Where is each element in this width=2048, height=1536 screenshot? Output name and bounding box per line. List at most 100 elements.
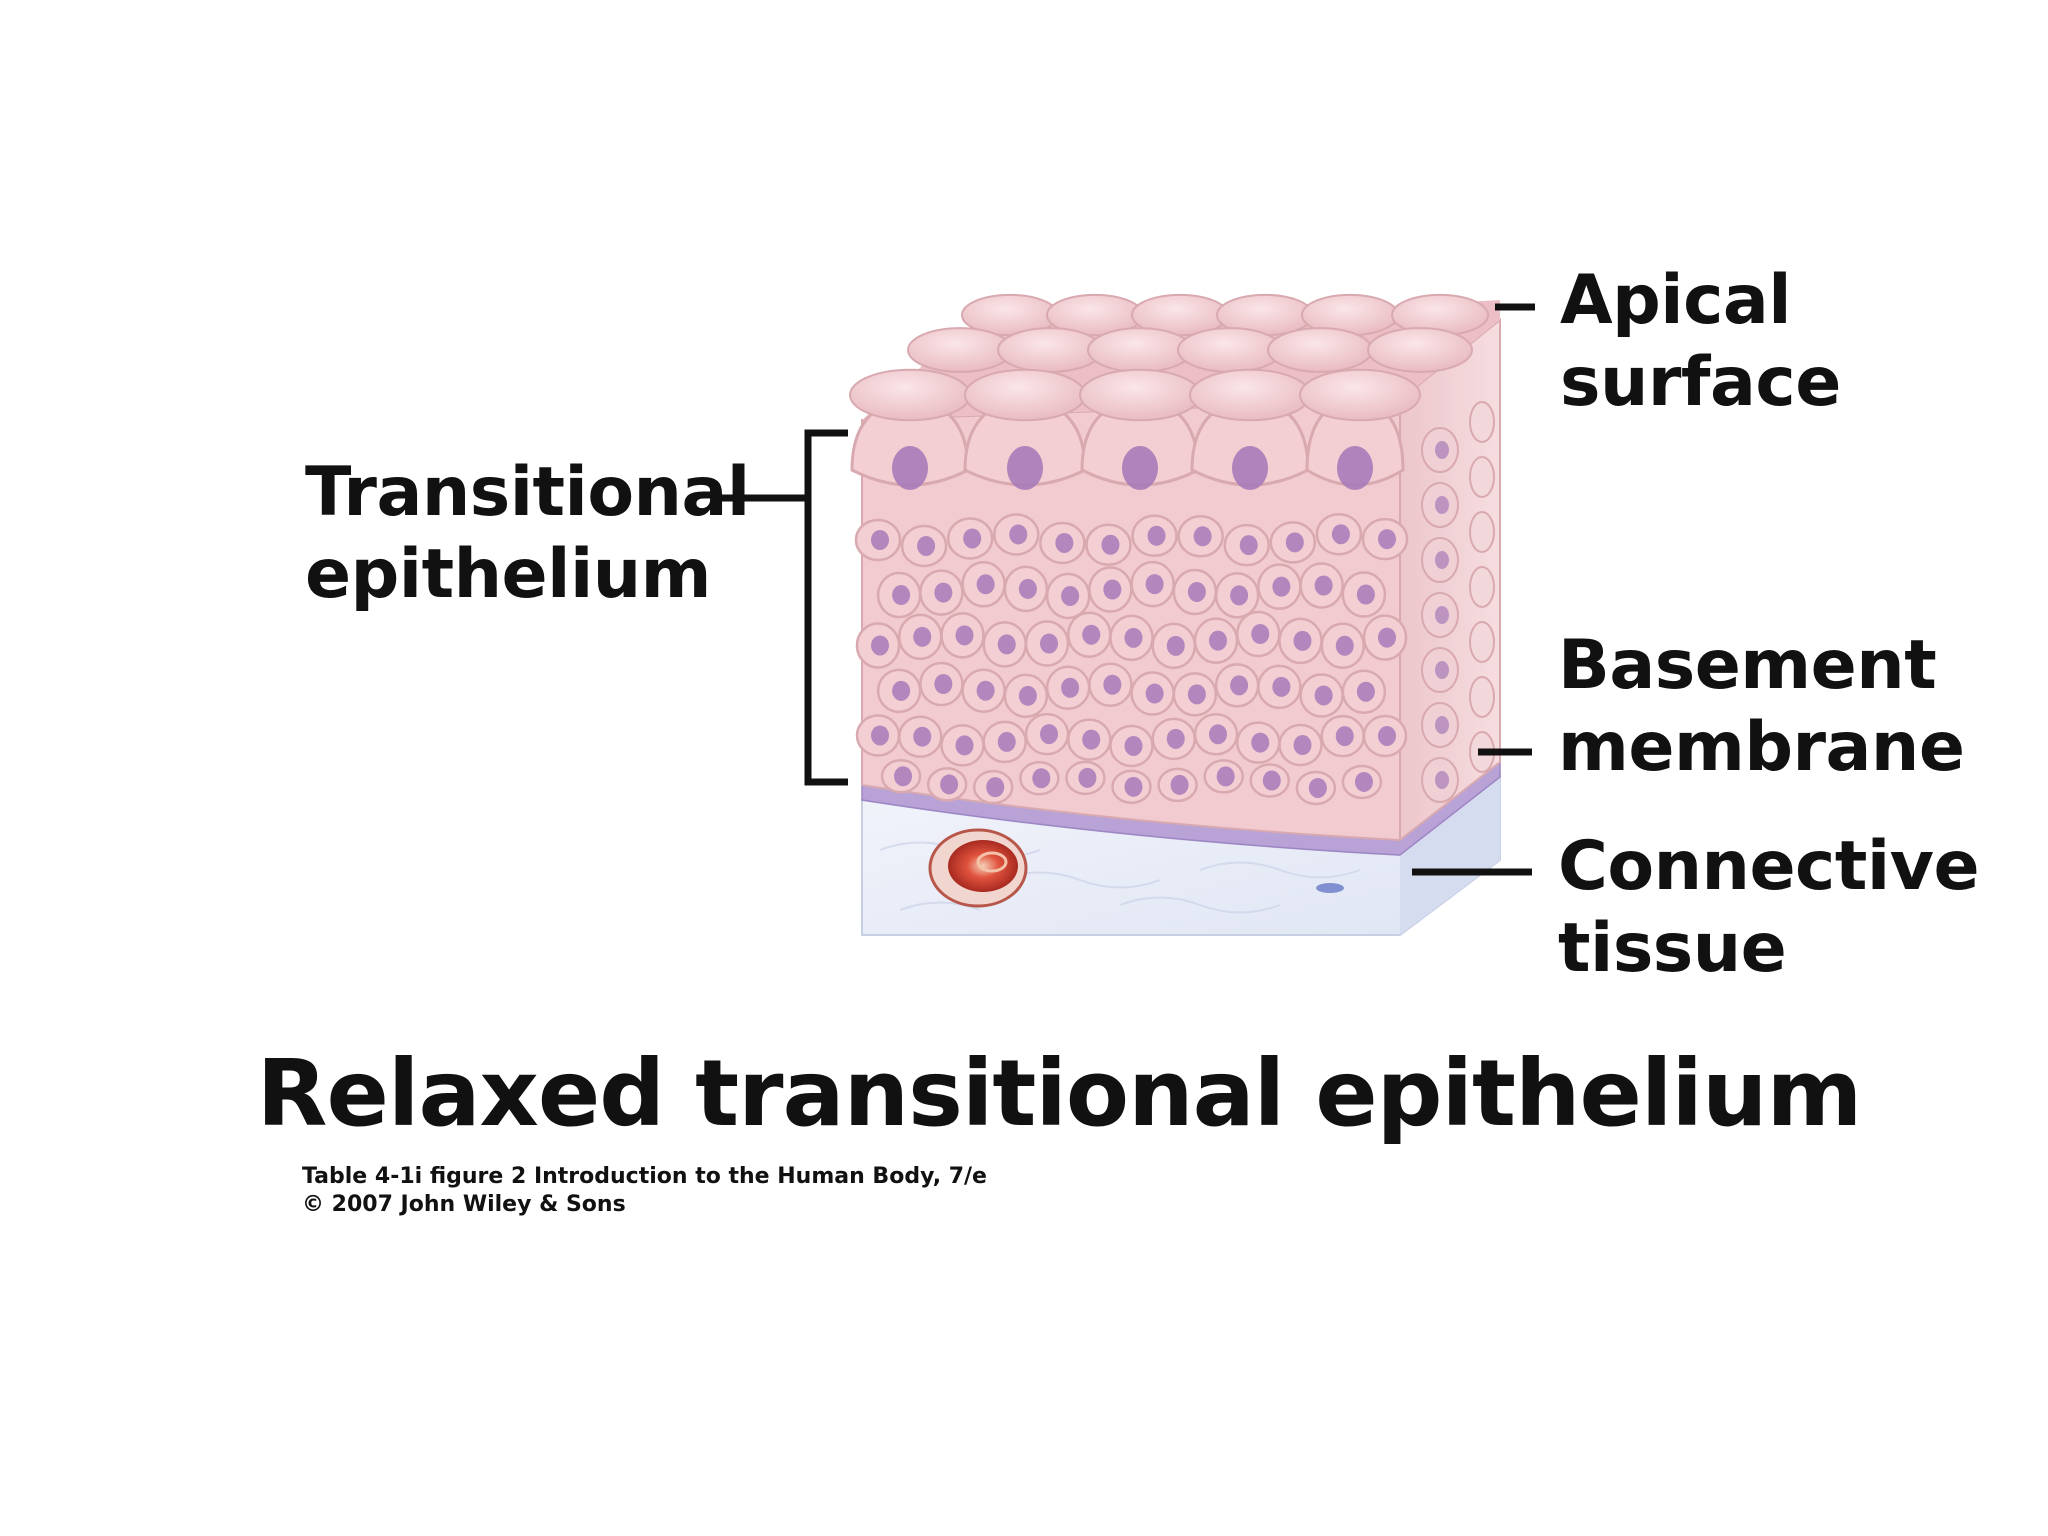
- epithelial-cell: [1469, 621, 1495, 663]
- cell-nucleus: [1356, 584, 1375, 605]
- cell-nucleus: [1337, 446, 1373, 490]
- epithelial-cell: [1469, 401, 1495, 443]
- blood-vessel: [928, 828, 1028, 908]
- caption-line: Table 4-1i figure 2 Introduction to the …: [302, 1164, 987, 1189]
- cell-nucleus: [1314, 575, 1333, 596]
- cell-nucleus: [1061, 585, 1080, 606]
- fibroblast-nucleus: [1316, 883, 1344, 893]
- cell-nucleus: [1378, 627, 1396, 648]
- label-line: Apical: [1560, 261, 1792, 340]
- label-connective-tissue: Connective tissue: [1558, 826, 1980, 990]
- cell-nucleus: [940, 774, 959, 795]
- label-line: surface: [1560, 343, 1841, 422]
- cell-nucleus: [1293, 630, 1312, 651]
- cell-nucleus: [1124, 627, 1143, 648]
- label-line: Basement: [1558, 626, 1937, 705]
- cell-nucleus: [997, 634, 1016, 655]
- cell-nucleus: [963, 528, 982, 549]
- cell-nucleus: [1040, 633, 1058, 654]
- cell-nucleus: [1216, 766, 1235, 787]
- cell-nucleus: [1356, 681, 1375, 702]
- cell-nucleus: [1166, 728, 1185, 749]
- cell-nucleus: [1230, 585, 1249, 606]
- cell-nucleus: [1007, 446, 1043, 490]
- cell-nucleus: [1435, 496, 1449, 514]
- cell-nucleus: [1061, 677, 1080, 698]
- cell-nucleus: [1147, 525, 1166, 546]
- cell-nucleus: [955, 625, 974, 646]
- cell-nucleus: [986, 777, 1005, 798]
- cell-nucleus: [1435, 606, 1449, 624]
- label-line: epithelium: [305, 535, 712, 614]
- cell-nucleus: [997, 731, 1016, 752]
- cell-nucleus: [1082, 624, 1101, 645]
- cell-nucleus: [1122, 446, 1158, 490]
- apical-dome: [849, 368, 971, 422]
- cell-nucleus: [1124, 735, 1143, 756]
- cell-nucleus: [1272, 576, 1291, 597]
- cell-nucleus: [1354, 771, 1373, 792]
- umbrella-cells: [849, 293, 1489, 490]
- leader-lines: [714, 303, 1535, 876]
- cell-nucleus: [1209, 630, 1227, 651]
- label-transitional-epithelium: Transitional epithelium: [305, 452, 750, 616]
- cell-nucleus: [1082, 729, 1101, 750]
- cell-nucleus: [1239, 535, 1258, 556]
- caption-line: © 2007 John Wiley & Sons: [302, 1192, 626, 1217]
- cell-nucleus: [1103, 579, 1122, 600]
- cell-nucleus: [1101, 534, 1120, 555]
- cell-nucleus: [1103, 674, 1122, 695]
- cell-nucleus: [1293, 735, 1312, 756]
- cell-nucleus: [1230, 675, 1249, 696]
- cell-nucleus: [1251, 624, 1270, 645]
- label-line: tissue: [1558, 909, 1787, 988]
- label-line: membrane: [1558, 708, 1965, 787]
- cell-nucleus: [1193, 526, 1212, 547]
- cell-nucleus: [1285, 532, 1304, 553]
- cell-nucleus: [934, 582, 953, 603]
- cell-nucleus: [934, 674, 953, 695]
- cell-nucleus: [1040, 724, 1058, 745]
- cell-nucleus: [1009, 524, 1028, 545]
- cell-nucleus: [892, 680, 911, 701]
- bracket: [804, 429, 848, 786]
- epithelial-cell: [1469, 456, 1495, 498]
- apical-dome: [964, 368, 1086, 422]
- cell-nucleus: [1124, 776, 1143, 797]
- cell-layer: [854, 401, 1495, 806]
- cell-nucleus: [1272, 676, 1291, 697]
- cell-nucleus: [1335, 635, 1354, 656]
- cell-nucleus: [1078, 767, 1097, 788]
- epithelial-cell: [1469, 566, 1495, 608]
- apical-dome: [1299, 368, 1421, 422]
- cell-nucleus: [1145, 574, 1164, 595]
- label-apical-surface: Apical surface: [1560, 260, 1841, 424]
- epithelial-cell: [1469, 511, 1495, 553]
- cell-nucleus: [894, 766, 913, 787]
- apical-dome: [997, 327, 1103, 373]
- cell-nucleus: [1335, 726, 1354, 747]
- cell-nucleus: [1251, 732, 1270, 753]
- cell-nucleus: [1145, 683, 1164, 704]
- cell-nucleus: [1378, 725, 1396, 746]
- cell-nucleus: [892, 446, 928, 490]
- apical-dome: [1177, 327, 1283, 373]
- cell-nucleus: [976, 680, 995, 701]
- apical-dome: [1267, 327, 1373, 373]
- cell-nucleus: [1435, 441, 1449, 459]
- cell-nucleus: [1187, 684, 1206, 705]
- cell-nucleus: [892, 585, 911, 606]
- cell-nucleus: [1435, 551, 1449, 569]
- cell-nucleus: [1262, 770, 1281, 791]
- label-line: Connective: [1558, 827, 1980, 906]
- diagram-title: Relaxed transitional epithelium: [256, 1040, 1863, 1147]
- cell-nucleus: [917, 535, 936, 556]
- cell-nucleus: [1314, 685, 1333, 706]
- cell-nucleus: [1055, 532, 1074, 553]
- apical-dome: [1087, 327, 1193, 373]
- label-line: Transitional: [305, 453, 750, 532]
- cell-nucleus: [1435, 771, 1449, 789]
- cell-nucleus: [1378, 529, 1396, 550]
- label-basement-membrane: Basement membrane: [1558, 625, 1965, 789]
